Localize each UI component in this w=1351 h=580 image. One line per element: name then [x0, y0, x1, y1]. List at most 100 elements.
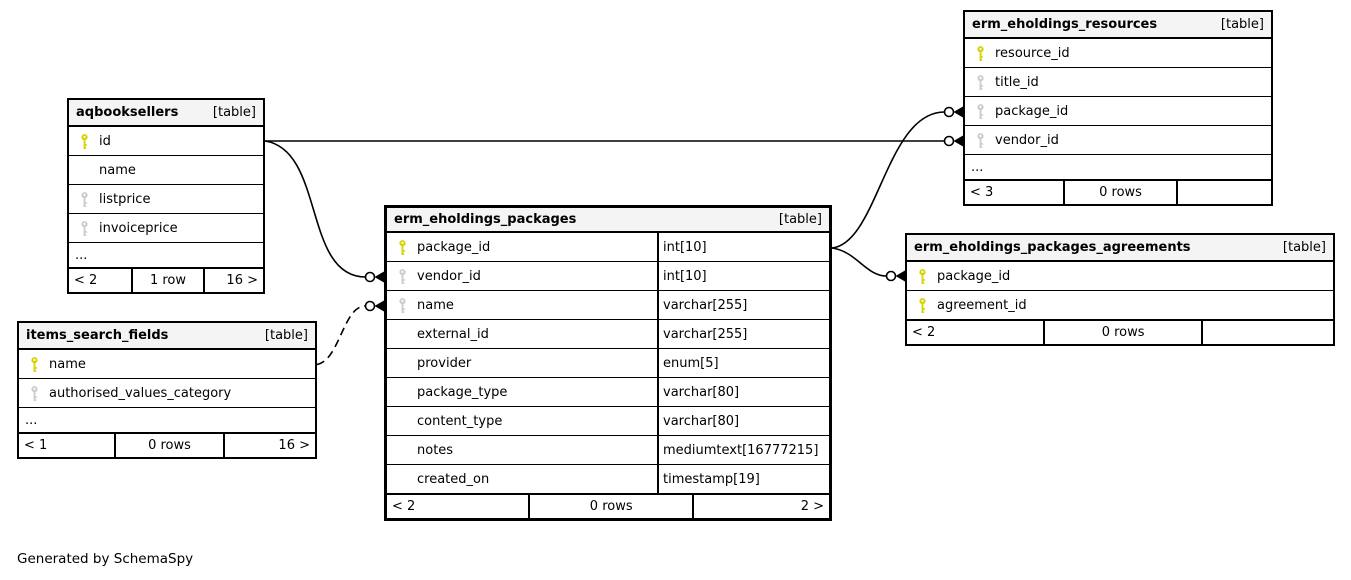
footer-row-count: 0 rows — [1062, 181, 1176, 204]
column-name-cell: notes — [387, 436, 657, 464]
column-row: package_id — [965, 97, 1271, 126]
relationship-line-packages-to-resources-package-id — [831, 106, 963, 249]
column-type: int[10] — [657, 262, 829, 290]
footer-parent-count: < 2 — [74, 273, 98, 288]
table-title: erm_eholdings_packages — [394, 212, 577, 227]
table-header[interactable]: erm_eholdings_packages [table] — [387, 208, 829, 233]
column-row: title_id — [965, 68, 1271, 97]
column-row: resource_id — [965, 39, 1271, 68]
footer-child-count: 16 > — [202, 269, 263, 292]
column-type: timestamp[19] — [657, 465, 829, 493]
entity-table-erm-eholdings-resources: erm_eholdings_resources [table] resource… — [963, 10, 1273, 206]
footer-child-count — [1176, 181, 1271, 204]
indexed-key-icon — [79, 191, 99, 208]
column-type: varchar[255] — [657, 320, 829, 348]
column-name: package_id — [995, 103, 1069, 119]
table-type-badge: [table] — [1220, 17, 1264, 32]
column-row: agreement_id — [907, 291, 1333, 319]
column-row: created_on timestamp[19] — [387, 465, 829, 493]
column-rows: id name listprice invoiceprice — [69, 127, 263, 242]
column-name: resource_id — [995, 45, 1070, 61]
column-name: agreement_id — [937, 297, 1027, 313]
primary-key-icon — [975, 45, 995, 62]
column-name-cell: package_id — [387, 233, 657, 261]
column-name: created_on — [417, 471, 490, 487]
column-rows: package_id agreement_id — [907, 262, 1333, 319]
column-name-cell: authorised_values_category — [19, 379, 315, 407]
column-name-cell: provider — [387, 349, 657, 377]
footer-row-count: 1 row — [131, 269, 203, 292]
entity-table-aqbooksellers: aqbooksellers [table] id name listprice inv… — [67, 98, 265, 294]
table-footer: < 2 1 row 16 > — [69, 267, 263, 292]
column-name-cell: title_id — [965, 68, 1271, 96]
column-name-cell: id — [69, 127, 263, 155]
footer-parent-count: < 3 — [970, 185, 994, 200]
table-title: items_search_fields — [26, 328, 169, 343]
table-title: aqbooksellers — [76, 105, 179, 120]
column-row: package_type varchar[80] — [387, 378, 829, 407]
column-row: id — [69, 127, 263, 156]
table-type-badge: [table] — [778, 212, 822, 227]
table-header[interactable]: items_search_fields [table] — [19, 323, 315, 350]
column-name: vendor_id — [995, 132, 1059, 148]
indexed-key-icon — [975, 103, 995, 120]
column-name: content_type — [417, 413, 503, 429]
column-name-cell: package_id — [965, 97, 1271, 125]
table-type-badge: [table] — [264, 328, 308, 343]
column-row: package_id int[10] — [387, 233, 829, 262]
primary-key-icon — [397, 239, 417, 256]
footer-parent-count: < 2 — [392, 499, 416, 514]
column-type: mediumtext[16777215] — [657, 436, 829, 464]
table-header[interactable]: aqbooksellers [table] — [69, 100, 263, 127]
relationship-line-packages-to-agreements-package-id — [831, 247, 905, 282]
footer-row-count: 0 rows — [113, 434, 224, 457]
column-type: int[10] — [657, 233, 829, 261]
footer-row-count: 0 rows — [528, 495, 692, 518]
table-footer: < 3 0 rows — [965, 179, 1271, 204]
relationship-line-aqbooksellers-to-resources-vendor-id — [265, 135, 963, 147]
column-name: package_type — [417, 384, 508, 400]
column-name: package_id — [417, 239, 491, 255]
indexed-key-icon — [79, 220, 99, 237]
entity-table-erm-eholdings-packages: erm_eholdings_packages [table] package_i… — [384, 205, 832, 521]
column-row: invoiceprice — [69, 214, 263, 242]
primary-key-icon — [79, 133, 99, 150]
indexed-key-icon — [975, 74, 995, 91]
table-type-badge: [table] — [1282, 240, 1326, 255]
column-row: notes mediumtext[16777215] — [387, 436, 829, 465]
column-name: notes — [417, 442, 454, 458]
footer-child-count: 2 > — [691, 495, 829, 518]
more-columns-ellipsis: ... — [19, 407, 315, 432]
column-name-cell: name — [69, 156, 263, 184]
more-columns-ellipsis: ... — [69, 242, 263, 267]
column-name: listprice — [99, 191, 151, 207]
column-row: name — [69, 156, 263, 185]
column-name-cell: package_type — [387, 378, 657, 406]
primary-key-icon — [917, 268, 937, 285]
footer-child-count — [1200, 321, 1333, 344]
indexed-key-icon — [397, 297, 417, 314]
column-row: listprice — [69, 185, 263, 214]
column-name: title_id — [995, 74, 1039, 90]
table-type-badge: [table] — [212, 105, 256, 120]
footer-row-count: 0 rows — [1043, 321, 1201, 344]
column-name-cell: name — [387, 291, 657, 319]
column-row: authorised_values_category — [19, 379, 315, 407]
column-name-cell: invoiceprice — [69, 214, 263, 242]
column-type: varchar[80] — [657, 378, 829, 406]
table-header[interactable]: erm_eholdings_resources [table] — [965, 12, 1271, 39]
column-name-cell: package_id — [907, 262, 1333, 290]
column-name: name — [99, 162, 136, 178]
footer-parent-count: < 1 — [24, 438, 48, 453]
relationship-line-aqbooksellers-to-packages-vendor-id — [264, 140, 384, 283]
indexed-key-icon — [29, 385, 49, 402]
table-header[interactable]: erm_eholdings_packages_agreements [table… — [907, 235, 1333, 262]
column-name: name — [417, 297, 454, 313]
column-name: id — [99, 133, 111, 149]
